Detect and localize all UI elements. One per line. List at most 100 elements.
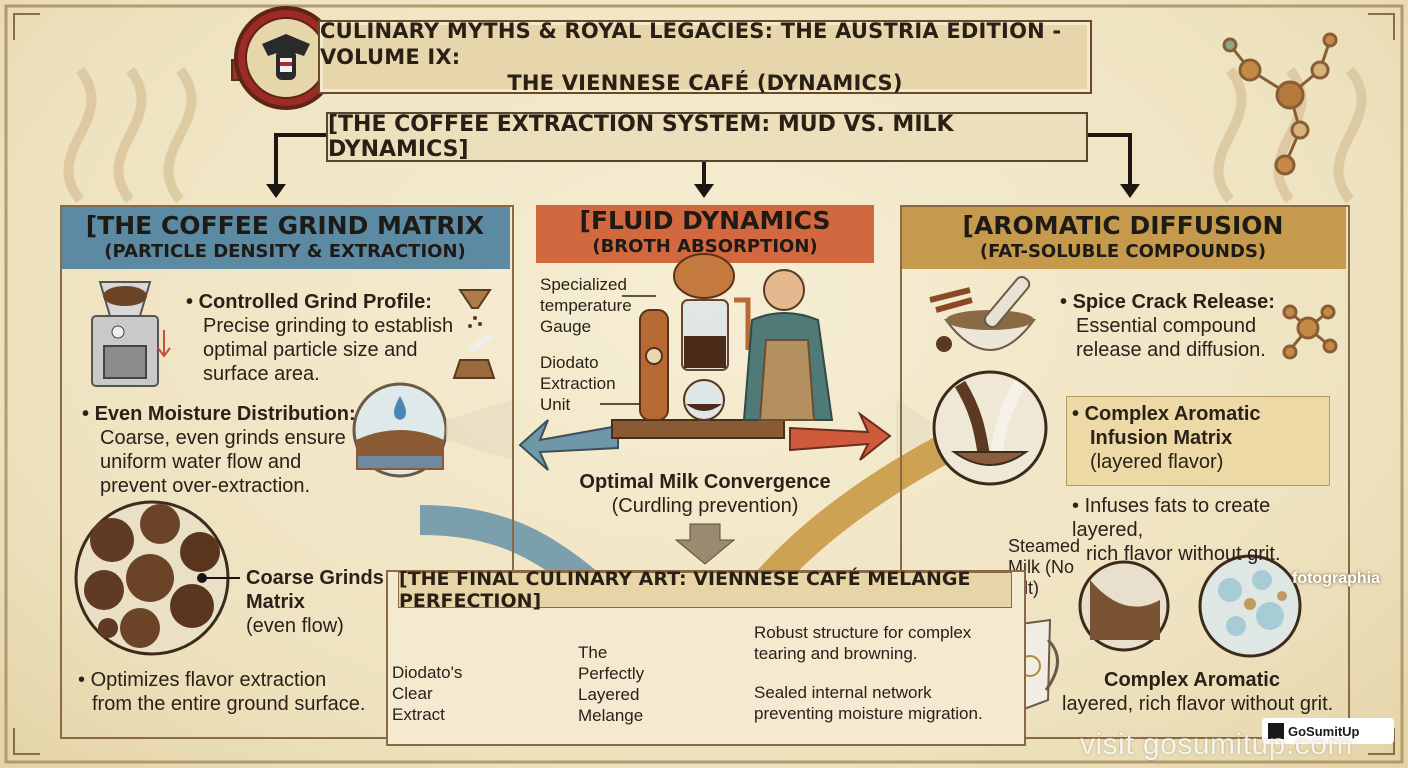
spice-release-title: Spice Crack Release:: [1072, 291, 1275, 313]
pot-label-line-3: Extract: [392, 705, 445, 724]
grind-profile-line-1: Precise grinding to establish: [203, 315, 454, 337]
gosumitup-logo-icon: [1268, 723, 1284, 739]
austrian-crest-seal-icon: [231, 6, 338, 110]
coarse-matrix-label: Coarse Grinds Matrix (even flow): [246, 566, 396, 638]
arrowheads-top: [266, 184, 1140, 198]
spice-release-line-2: release and diffusion.: [1076, 339, 1266, 361]
mortar-pestle-spices-icon: [929, 275, 1036, 352]
coarse-matrix-title-1: Coarse Grinds: [246, 567, 384, 589]
aromatic-matrix-sub: (layered flavor): [1090, 451, 1224, 473]
flow-arrows-top: [274, 133, 1132, 186]
fat-droplets-icon: [1198, 554, 1302, 658]
aroma-panel-subtitle: (FAT-SOLUBLE COMPOUNDS): [979, 241, 1267, 262]
moisture-line-3: prevent over-extraction.: [100, 475, 311, 497]
complex-aromatic-bottom-text: layered, rich flavor without grit.: [1062, 693, 1334, 715]
grind-profile-line-2: optimal particle size and: [203, 339, 418, 361]
infuses-fats-bullet: • Infuses fats to create layered, rich f…: [1072, 494, 1342, 566]
fluid-panel-header: [FLUID DYNAMICS (BROTH ABSORPTION): [536, 202, 874, 262]
convergence-sub: (Curdling prevention): [611, 495, 799, 517]
right-flow-arrow: [789, 410, 892, 461]
final-melange-title: [THE FINAL CULINARY ART: VIENNESE CAFÉ M…: [398, 568, 1012, 612]
unit-label-line-1: Diodato: [540, 353, 599, 372]
gauge-label-line-2: temperature: [540, 296, 632, 315]
flavor-extraction-bullet: • Optimizes flavor extraction from the e…: [78, 668, 378, 716]
moisture-bullet: • Even Moisture Distribution: Coarse, ev…: [82, 402, 372, 498]
aromatic-matrix-title-1: Complex Aromatic: [1084, 403, 1261, 425]
grind-panel-subtitle: (PARTICLE DENSITY & EXTRACTION): [104, 241, 466, 262]
steam-left-icon: [63, 66, 197, 204]
grind-panel-header: [THE COFFEE GRIND MATRIX (PARTICLE DENSI…: [60, 205, 510, 269]
title-line-1: CULINARY MYTHS & ROYAL LEGACIES: THE AUS…: [320, 19, 1062, 69]
pot-label-line-2: Clear: [392, 684, 433, 703]
robust-line-1: Robust structure for complex: [754, 623, 972, 642]
title-banner: CULINARY MYTHS & ROYAL LEGACIES: THE AUS…: [318, 19, 1092, 95]
grind-matrix-panel: [60, 205, 514, 739]
zoom-beam-left: [446, 400, 512, 460]
extraction-unit-label: Diodato Extraction Unit: [540, 352, 630, 415]
sealed-network-text: Sealed internal network preventing moist…: [754, 682, 1014, 724]
sealed-line-2: preventing moisture migration.: [754, 704, 983, 723]
aroma-panel-header-bg: [900, 205, 1346, 269]
coarse-matrix-title-2: Matrix: [246, 591, 305, 613]
clear-extract-label: Diodato's Clear Extract: [392, 662, 472, 725]
aromatic-matrix-title-2: Infusion Matrix: [1090, 427, 1233, 449]
outer-frame: [4, 4, 1404, 764]
aroma-panel-header: [AROMATIC DIFFUSION (FAT-SOLUBLE COMPOUN…: [900, 205, 1346, 269]
aroma-molecule-icon: [1282, 304, 1338, 360]
grind-profile-line-3: surface area.: [203, 363, 320, 385]
coarse-matrix-sub: (even flow): [246, 615, 344, 637]
gosumitup-logo-text: GoSumitUp: [1288, 723, 1360, 739]
infuses-fats-line-1: Infuses fats to create layered,: [1072, 495, 1271, 541]
molecule-icon: [1222, 32, 1338, 176]
melange-label-line-1: The: [578, 643, 608, 662]
grounds-funnel-icon: [458, 289, 492, 328]
moisture-line-2: uniform water flow and: [100, 451, 302, 473]
ground-coffee-pile-icon: [452, 333, 496, 379]
moisture-title: Even Moisture Distribution:: [94, 403, 356, 425]
fotographia-watermark: fotographia: [1292, 570, 1380, 587]
grind-profile-bullet: • Controlled Grind Profile: Precise grin…: [186, 290, 466, 386]
melange-label-line-4: Melange: [578, 706, 644, 725]
aromatic-matrix-text: • Complex Aromatic Infusion Matrix (laye…: [1072, 402, 1322, 474]
flavor-extraction-line-2: from the entire ground surface.: [92, 693, 366, 715]
down-convergence-arrow: [674, 523, 736, 565]
gauge-label-line-3: Gauge: [540, 317, 592, 336]
site-watermark: visit gosumitup.com: [1080, 728, 1353, 761]
moisture-line-1: Coarse, even grinds ensure: [100, 427, 346, 449]
left-flow-arrow: [518, 419, 619, 471]
melange-label-line-2: Perfectly: [578, 664, 645, 683]
milk-pour-icon: [932, 370, 1048, 486]
convergence-title: Optimal Milk Convergence: [579, 471, 831, 493]
milk-convergence: Optimal Milk Convergence (Curdling preve…: [560, 470, 850, 518]
spice-release-bullet: • Spice Crack Release: Essential compoun…: [1060, 290, 1300, 362]
unit-label-line-3: Unit: [540, 395, 571, 414]
robust-line-2: tearing and browning.: [754, 644, 918, 663]
barista-icon: [742, 269, 834, 421]
layered-melange-label: The Perfectly Layered Melange: [578, 642, 658, 726]
spice-release-line-1: Essential compound: [1076, 315, 1257, 337]
fluid-panel-title: [FLUID DYNAMICS: [579, 206, 831, 235]
milk-label-line-1: Steamed: [1008, 536, 1081, 556]
gosumitup-logo: GoSumitUp: [1262, 718, 1394, 744]
aromatic-matrix-box: [1066, 396, 1330, 486]
robust-structure-text: Robust structure for complex tearing and…: [754, 622, 1004, 664]
siphon-coffee-machine-icon: [611, 253, 785, 439]
melange-label-line-3: Layered: [578, 685, 640, 704]
sealed-line-1: Sealed internal network: [754, 683, 932, 702]
flavor-extraction-line-1: Optimizes flavor extraction: [90, 669, 327, 691]
title-line-2: THE VIENNESE CAFÉ (DYNAMICS): [507, 71, 903, 95]
grind-panel-header-bg: [60, 205, 510, 269]
grind-profile-title: Controlled Grind Profile:: [198, 291, 432, 313]
machine-callout-lines: [600, 295, 656, 405]
pot-label-line-1: Diodato's: [392, 663, 463, 682]
gauge-label: Specialized temperature Gauge: [540, 274, 640, 337]
frame-corners: [13, 13, 1395, 755]
zoom-beam-right: [896, 400, 930, 456]
gauge-label-line-1: Specialized: [540, 275, 627, 294]
aroma-panel: [900, 205, 1350, 739]
complex-aromatic-bottom-title: Complex Aromatic: [1104, 669, 1280, 691]
infuses-fats-line-2: rich flavor without grit.: [1086, 543, 1281, 565]
coarse-grinds-icon: [74, 500, 230, 656]
moisture-distribution-icon: [352, 382, 448, 478]
